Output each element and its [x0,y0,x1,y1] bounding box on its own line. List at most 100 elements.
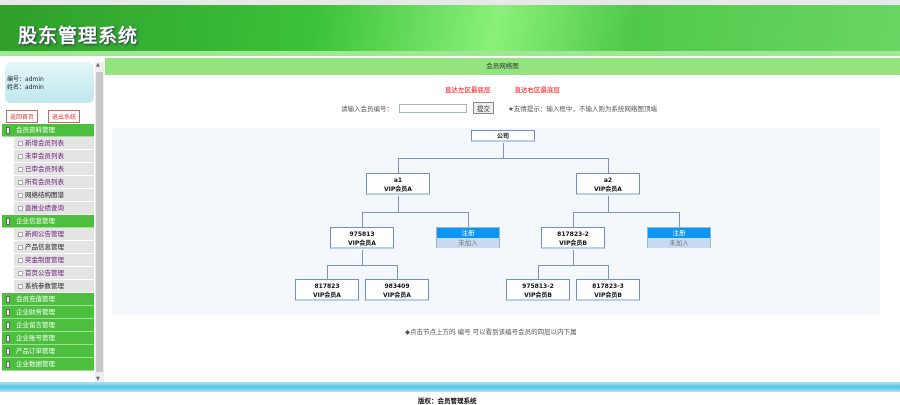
footer-band [0,382,900,392]
menu-item-label: 所有会员列表 [25,177,64,186]
user-info-box: 编号：admin 姓名：admin [5,62,94,103]
link-right-bottom[interactable]: 直达右区最底层 [514,86,561,94]
connector-line [573,211,680,213]
book-icon [6,308,10,316]
connector-line [362,250,363,265]
connector-line [608,264,609,279]
menu-group-label: 企业信息管理 [16,216,55,225]
connector-line [503,143,504,158]
connector-line [398,158,399,173]
node-level: VIP会员A [348,240,376,247]
menu-group-header[interactable]: 企业数据管理 [2,358,94,371]
root-label[interactable]: 公司 [496,133,509,140]
menu-group-label: 产品订单管理 [16,346,55,355]
sidebar-menu: 会员资料管理新增会员列表未审会员列表已审会员列表所有会员列表网络结构图谱直推业绩… [2,124,94,371]
menu-item[interactable]: 产品信息管理 [14,241,94,254]
scroll-down-icon[interactable]: ▼ [96,376,100,382]
copyright: 版权：会员管理系统 [418,397,477,405]
note-text: ◆点击节点上方的 编号 可以看到该编号会员的四层以内下属 [405,328,577,336]
menu-item[interactable]: 首页公告管理 [14,267,94,280]
menu-item-label: 首页公告管理 [25,268,64,277]
node-level: VIP会员B [594,292,622,299]
node-id[interactable]: 975813-2 [522,283,554,290]
connector-line [573,211,574,227]
book-icon [6,347,10,355]
menu-item[interactable]: 新闻公告管理 [14,228,94,241]
register-link[interactable]: 注册 [437,228,499,238]
member-id-input[interactable] [399,103,467,113]
menu-item[interactable]: 网络结构图谱 [14,189,94,202]
scroll-up-icon[interactable]: ▲ [96,62,100,68]
book-icon [6,334,10,342]
root-node[interactable]: 公司 [471,130,535,142]
node-level: VIP会员A [384,186,412,193]
node-id[interactable]: a1 [393,177,403,184]
menu-item[interactable]: 新增会员列表 [14,137,94,150]
scroll-thumb[interactable] [96,72,103,372]
item-icon [18,257,23,263]
connector-line [679,211,680,227]
menu-item-label: 产品信息管理 [25,242,64,251]
link-left-bottom[interactable]: 直达左区最底层 [445,86,491,94]
menu-group-header[interactable]: 企业信息管理 [2,215,94,228]
sidebar-scrollbar[interactable]: ▲ ▼ [95,62,104,382]
connector-line [468,211,469,227]
menu-item[interactable]: 未审会员列表 [14,150,94,163]
home-button[interactable]: 返回首页 [6,110,39,123]
empty-slot: 注册未加入 [436,227,500,248]
book-icon [6,295,10,303]
node-id[interactable]: a2 [603,177,613,184]
node-level: VIP会员B [559,240,587,247]
user-id: 编号：admin [7,76,44,83]
connector-line [362,211,363,227]
page-title: 会员网络图 [105,58,900,75]
menu-item-label: 直推业绩查询 [25,203,64,212]
item-icon [18,231,23,237]
tip-text: ★友情提示：输入框中，不输入则为系统网络图顶端 [508,105,657,113]
connector-line [608,158,609,173]
node-level: VIP会员A [383,292,411,299]
register-link[interactable]: 注册 [648,228,710,238]
submit-button[interactable]: 提交 [473,102,494,114]
main-panel: 会员网络图 直达左区最底层 直达右区最底层 请输入会员编号： 提交 ★友情提示：… [105,58,900,382]
connector-line [538,264,539,279]
logout-button[interactable]: 退出系统 [48,110,81,123]
menu-group-label: 会员充值管理 [16,294,55,303]
menu-group-header[interactable]: 会员资料管理 [2,124,94,137]
connector-line [573,250,574,265]
node-id[interactable]: 817823-3 [592,283,624,290]
connector-line [397,264,398,279]
menu-group-header[interactable]: 企业留言管理 [2,319,94,332]
header-banner: 股东管理系统 [0,0,900,56]
book-icon [6,360,10,368]
node-id[interactable]: 975813 [349,231,375,238]
item-icon [18,140,23,146]
menu-item[interactable]: 所有会员列表 [14,176,94,189]
search-label: 请输入会员编号： [341,105,393,113]
node-id[interactable]: 817823-2 [557,231,589,238]
menu-item[interactable]: 奖金制度管理 [14,254,94,267]
menu-group-label: 会员资料管理 [16,125,55,134]
node-id[interactable]: 817823 [314,283,340,290]
connector-line [608,196,609,212]
menu-item[interactable]: 已审会员列表 [14,163,94,176]
menu-group-header[interactable]: 会员充值管理 [2,293,94,306]
menu-group-header[interactable]: 企业财务管理 [2,306,94,319]
book-icon [6,217,10,225]
connector-line [327,264,398,266]
node-id[interactable]: 983409 [384,283,410,290]
menu-group-header[interactable]: 企业账号管理 [2,332,94,345]
connector-line [398,196,399,212]
menu-group-header[interactable]: 产品订单管理 [2,345,94,358]
connector-line [327,264,328,279]
menu-item[interactable]: 系统参数管理 [14,280,94,293]
menu-item[interactable]: 直推业绩查询 [14,202,94,215]
